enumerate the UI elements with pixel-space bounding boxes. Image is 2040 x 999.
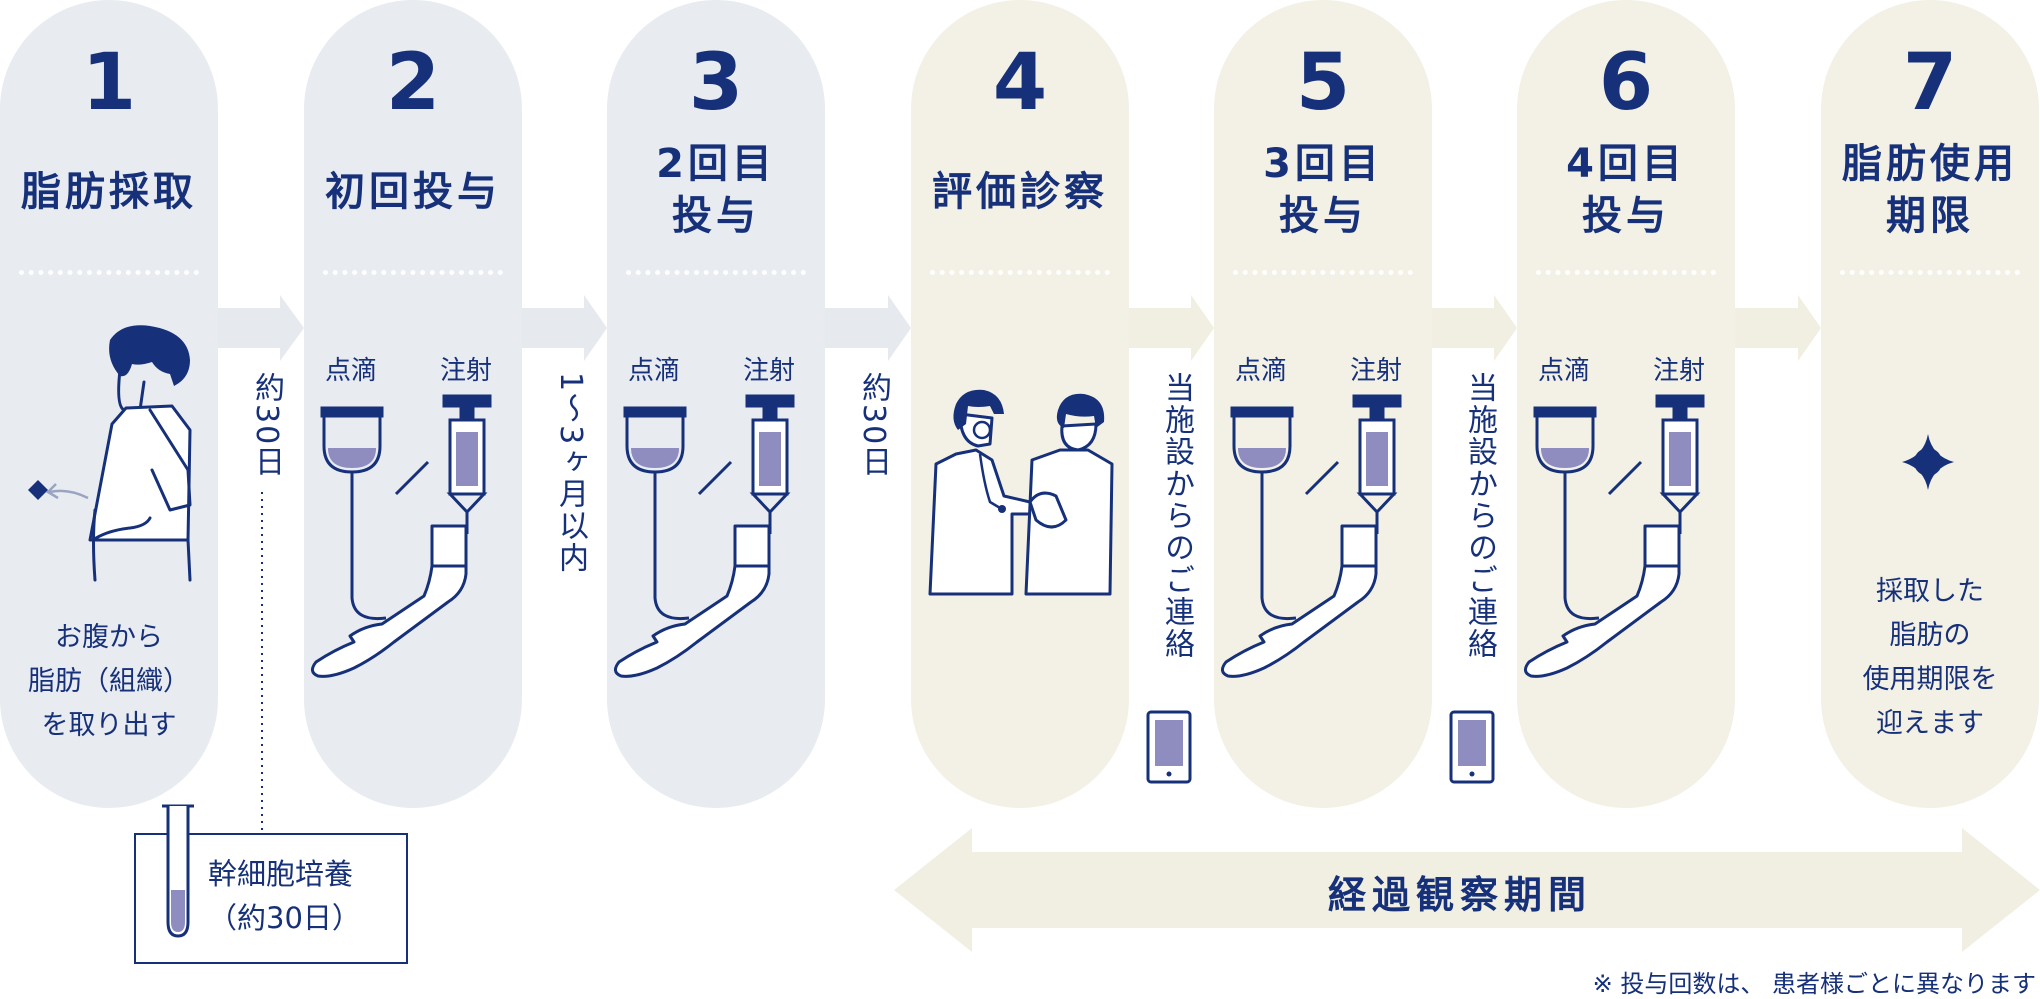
culture-line: 幹細胞培養	[208, 857, 354, 891]
observation-arrow	[894, 828, 2040, 952]
doctor-patient-icon	[928, 389, 1114, 596]
divider	[323, 270, 503, 275]
step-title: 投与	[1582, 193, 1670, 239]
smartphone-icon	[1449, 710, 1495, 784]
step-number: 4	[992, 38, 1048, 128]
person-abdomen-icon	[28, 325, 192, 582]
interval-text: 1〜3ヶ月以内	[553, 372, 588, 575]
step-pill-7	[1821, 0, 2039, 808]
syringe-icon	[745, 394, 795, 534]
divider	[626, 270, 806, 275]
drip-injection-illustration	[1524, 394, 1705, 678]
step-description: を取り出す	[41, 710, 177, 741]
drip-label: 点滴	[1235, 356, 1288, 386]
step-title: 投与	[1279, 193, 1367, 239]
step-number: 1	[81, 38, 137, 128]
divider	[19, 270, 199, 275]
injection-label: 注射	[440, 356, 493, 386]
interval-text: 当施設からのご連絡	[1159, 372, 1194, 660]
interval-text: 当施設からのご連絡	[1462, 372, 1497, 660]
step-number: 6	[1598, 38, 1654, 128]
drip-injection-illustration	[614, 394, 795, 678]
interval-text: 約30日	[856, 372, 891, 479]
step-description: 使用期限を	[1862, 664, 1998, 695]
syringe-icon	[1352, 394, 1402, 534]
drip-label: 点滴	[325, 356, 378, 386]
step-title: 初回投与	[325, 169, 501, 215]
step-description: お腹から	[55, 622, 163, 653]
drip-label: 点滴	[628, 356, 681, 386]
arm-icon	[1524, 524, 1681, 678]
arm-icon	[614, 524, 771, 678]
step-number: 5	[1295, 38, 1351, 128]
arm-icon	[311, 524, 468, 678]
step-title: 期限	[1886, 193, 1974, 239]
step-title: 脂肪採取	[21, 169, 197, 215]
arm-icon	[1221, 524, 1378, 678]
divider	[1840, 270, 2020, 275]
step-number: 7	[1902, 38, 1958, 128]
drip-bag-icon	[320, 406, 387, 621]
observation-period-label: 経過観察期間	[1327, 873, 1592, 917]
divider	[930, 270, 1110, 275]
step-title: 4回目	[1566, 141, 1686, 187]
syringe-icon	[1655, 394, 1705, 534]
smartphone-icon	[1146, 710, 1192, 784]
step-title: 2回目	[656, 141, 776, 187]
test-tube-icon	[162, 804, 194, 938]
step-number: 2	[385, 38, 441, 128]
step-title: 脂肪使用	[1842, 141, 2018, 187]
drip-injection-illustration	[311, 394, 492, 678]
syringe-icon	[442, 394, 492, 534]
step-number: 3	[688, 38, 744, 128]
divider	[1536, 270, 1716, 275]
step-description: 迎えます	[1876, 708, 1984, 739]
drip-bag-icon	[1533, 406, 1600, 621]
drip-bag-icon	[1230, 406, 1297, 621]
footnote: ※ 投与回数は、 患者様ごとに異なります	[1592, 970, 2036, 998]
injection-label: 注射	[1350, 356, 1403, 386]
step-title: 3回目	[1263, 141, 1383, 187]
step-description: 脂肪（組織）	[28, 666, 190, 697]
culture-line: （約30日）	[208, 901, 361, 935]
step-pill-1	[0, 0, 218, 808]
diamond-sparkle-icon	[1902, 434, 1954, 490]
injection-label: 注射	[743, 356, 796, 386]
interval-text: 約30日	[249, 372, 284, 479]
drip-injection-illustration	[1221, 394, 1402, 678]
injection-label: 注射	[1653, 356, 1706, 386]
drip-bag-icon	[623, 406, 690, 621]
step-description: 採取した	[1876, 576, 1984, 607]
divider	[1233, 270, 1413, 275]
step-title: 評価診察	[932, 169, 1108, 215]
drip-label: 点滴	[1538, 356, 1591, 386]
step-title: 投与	[672, 193, 760, 239]
step-description: 脂肪の	[1889, 620, 1971, 651]
culture-text: 幹細胞培養 （約30日）	[208, 852, 361, 940]
